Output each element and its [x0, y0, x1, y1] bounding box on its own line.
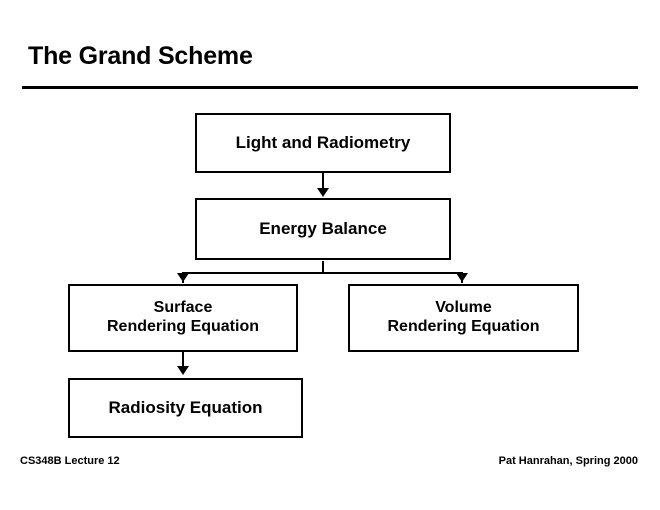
connector-energy-stub — [322, 261, 324, 274]
footer-course-label: CS348B Lecture 12 — [20, 455, 120, 467]
connector-light-to-energy — [322, 173, 324, 191]
node-label: Surface Rendering Equation — [107, 299, 259, 335]
node-radiosity-equation[interactable]: Radiosity Equation — [68, 378, 303, 438]
title-divider — [22, 86, 638, 89]
node-label: Light and Radiometry — [235, 132, 411, 152]
arrowhead-down-icon — [177, 273, 189, 282]
arrowhead-down-icon — [456, 273, 468, 282]
node-label: Radiosity Equation — [108, 397, 263, 417]
connector-branch-bus — [182, 272, 463, 274]
footer-author-label: Pat Hanrahan, Spring 2000 — [498, 455, 638, 467]
node-label: Energy Balance — [259, 218, 387, 238]
node-light-and-radiometry[interactable]: Light and Radiometry — [195, 113, 451, 173]
node-label: Volume Rendering Equation — [387, 299, 540, 335]
node-surface-rendering-equation[interactable]: Surface Rendering Equation — [68, 284, 298, 352]
connector-surface-to-radiosity — [182, 352, 184, 370]
node-energy-balance[interactable]: Energy Balance — [195, 198, 451, 260]
arrowhead-down-icon — [317, 188, 329, 197]
node-volume-rendering-equation[interactable]: Volume Rendering Equation — [348, 284, 579, 352]
arrowhead-down-icon — [177, 366, 189, 375]
page-title: The Grand Scheme — [28, 42, 253, 70]
